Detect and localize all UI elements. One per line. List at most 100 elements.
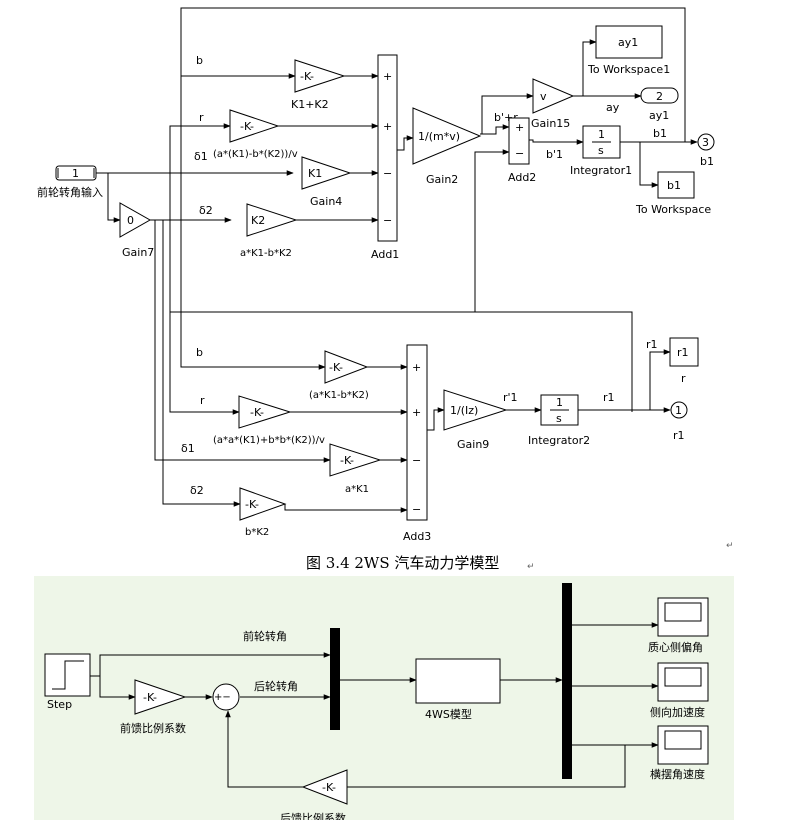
gain9-name: Gain9 [457, 438, 489, 451]
front-angle-label: 前轮转角 [243, 629, 287, 643]
to-workspace-label: b1 [667, 179, 681, 192]
signal-b1-prime: b'1 [546, 148, 563, 161]
feedforward-gain-label: -K- [143, 691, 157, 704]
demux-bar[interactable] [562, 583, 572, 779]
gain7-block[interactable]: 0 Gain7 [119, 202, 154, 259]
outport-r1-label: 1 [675, 404, 682, 417]
add1-sign-3: − [383, 167, 392, 180]
add1-sign-2: + [383, 120, 392, 133]
gain-ak1-label: -K- [340, 454, 354, 467]
integrator1-block[interactable]: 1 s Integrator1 [570, 125, 632, 177]
gain7-name: Gain7 [122, 246, 154, 259]
inport-label: 1 [72, 167, 79, 180]
gain2-label: 1/(m*v) [418, 130, 460, 143]
integrator2-block[interactable]: 1 s Integrator2 [528, 394, 590, 447]
gain-bk2-block[interactable]: -K- b*K2 [239, 487, 287, 538]
bottom-wires [90, 622, 659, 788]
gain-ak1-bk2-v-block[interactable]: -K- (a*(K1)-b*(K2))/v [213, 109, 298, 160]
signal-b: b [196, 54, 203, 67]
gain-ak1-bk2-block[interactable]: -K- (a*K1-b*K2) [309, 350, 369, 401]
4ws-model-block[interactable]: 4WS模型 [415, 658, 501, 721]
integrator1-num: 1 [598, 128, 605, 141]
outport-r1[interactable]: 1 r1 [670, 401, 688, 442]
signal-delta1-lower: δ1 [181, 442, 195, 455]
gain-ak1bk2-name: (a*K1-b*K2) [309, 390, 369, 401]
outport-ay1-name: ay1 [649, 109, 669, 122]
top-signal-labels: b r δ1 δ2 b r δ1 δ2 b'+r b'1 b1 ay r'1 r… [181, 54, 667, 497]
gain7-label: 0 [127, 214, 134, 227]
outport-r1-name: r1 [673, 429, 685, 442]
gain4-block[interactable]: K1 Gain4 [301, 156, 352, 208]
gain-k2-label: K2 [251, 214, 265, 227]
feedforward-gain-block[interactable]: -K- 前馈比例系数 [120, 679, 187, 735]
add1-sign-4: − [383, 214, 392, 227]
paragraph-mark-top: ↵ [726, 541, 734, 551]
signal-r1-top: r1 [646, 338, 658, 351]
signal-b1: b1 [653, 127, 667, 140]
add2-sign-2: − [515, 147, 524, 160]
signal-r1-prime: r'1 [503, 391, 518, 404]
gain-aak1-bbk2-v-block[interactable]: -K- (a*a*(K1)+b*b*(K2))/v [213, 395, 325, 446]
scope-sideslip-label: 质心侧偏角 [648, 640, 703, 654]
outport-ay1[interactable]: 2 ay1 [640, 87, 679, 122]
top-diagram: b r δ1 δ2 b r δ1 δ2 b'+r b'1 b1 ay r'1 r… [37, 7, 715, 543]
gain15-block[interactable]: v Gain15 [531, 78, 575, 130]
feedback-gain-block[interactable]: -K- 后馈比例系数 [280, 769, 348, 820]
outport-b1-name: b1 [700, 155, 714, 168]
gain4-label: K1 [308, 167, 322, 180]
integrator2-name: Integrator2 [528, 434, 590, 447]
signal-delta1: δ1 [194, 150, 208, 163]
gain-ak1bk2v-label: -K- [240, 120, 254, 133]
to-workspace-block[interactable]: b1 To Workspace [635, 171, 711, 216]
to-workspace-r-name: r [681, 372, 686, 385]
to-workspace-r-block[interactable]: r1 r [669, 337, 699, 385]
bottom-diagram: Step 前轮转角 后轮转角 -K- 前馈比例系数 +− 4WS模型 质心侧偏角 [34, 576, 734, 820]
feedback-gain-name: 后馈比例系数 [280, 811, 346, 820]
inport-name: 前轮转角输入 [37, 185, 103, 199]
add3-block[interactable]: + + − − Add3 [403, 344, 431, 543]
scope-lateral-accel[interactable]: 侧向加速度 [650, 662, 709, 719]
integrator2-num: 1 [556, 396, 563, 409]
gain-k1k2-label: -K- [300, 70, 314, 83]
to-workspace-name: To Workspace [635, 203, 711, 216]
figure-caption: 图 3.4 2WS 汽车动力学模型 [306, 554, 499, 572]
gain-ak1-block[interactable]: -K- a*K1 [329, 443, 382, 495]
gain9-label: 1/(Iz) [450, 404, 478, 417]
add3-name: Add3 [403, 530, 431, 543]
feedforward-gain-name: 前馈比例系数 [120, 721, 186, 735]
add2-block[interactable]: + − Add2 [508, 117, 536, 184]
feedback-gain-label: -K- [322, 781, 336, 794]
gain4-name: Gain4 [310, 195, 342, 208]
4ws-model-name: 4WS模型 [425, 707, 472, 721]
signal-ay: ay [606, 101, 620, 114]
add1-block[interactable]: + + − − Add1 [371, 54, 399, 261]
gain-k1-plus-k2-block[interactable]: -K- K1+K2 [291, 59, 346, 111]
to-workspace1-block[interactable]: ay1 To Workspace1 [587, 25, 670, 76]
to-workspace1-name: To Workspace1 [587, 63, 670, 76]
gain-bk2-label: -K- [245, 498, 259, 511]
scope-lateral-accel-label: 侧向加速度 [650, 705, 705, 719]
paragraph-mark: ↵ [527, 562, 535, 572]
scope-yaw-rate[interactable]: 横摆角速度 [650, 725, 709, 781]
mux-bar[interactable] [330, 628, 340, 730]
gain2-block[interactable]: 1/(m*v) Gain2 [412, 107, 482, 186]
to-workspace-r-label: r1 [677, 346, 689, 359]
integrator1-den: s [598, 144, 604, 157]
gain-aak1bbk2v-name: (a*a*(K1)+b*b*(K2))/v [213, 435, 325, 446]
gain2-name: Gain2 [426, 173, 458, 186]
signal-r1: r1 [603, 391, 615, 404]
step-block[interactable]: Step [44, 653, 91, 711]
gain-ak1bk2-label: -K- [329, 361, 343, 374]
add3-sign-3: − [412, 454, 421, 467]
signal-r: r [199, 111, 204, 124]
gain9-block[interactable]: 1/(Iz) Gain9 [443, 389, 508, 451]
gain-k2-block[interactable]: K2 a*K1-b*K2 [240, 203, 298, 259]
top-wires [96, 7, 698, 513]
scope-yaw-rate-label: 横摆角速度 [650, 767, 705, 781]
add1-sign-1: + [383, 70, 392, 83]
outport-b1[interactable]: 3 b1 [697, 133, 715, 168]
inport-front-wheel-angle[interactable]: 1 前轮转角输入 [37, 165, 103, 199]
sum-block[interactable]: +− [212, 683, 240, 711]
scope-sideslip[interactable]: 质心侧偏角 [648, 597, 709, 654]
